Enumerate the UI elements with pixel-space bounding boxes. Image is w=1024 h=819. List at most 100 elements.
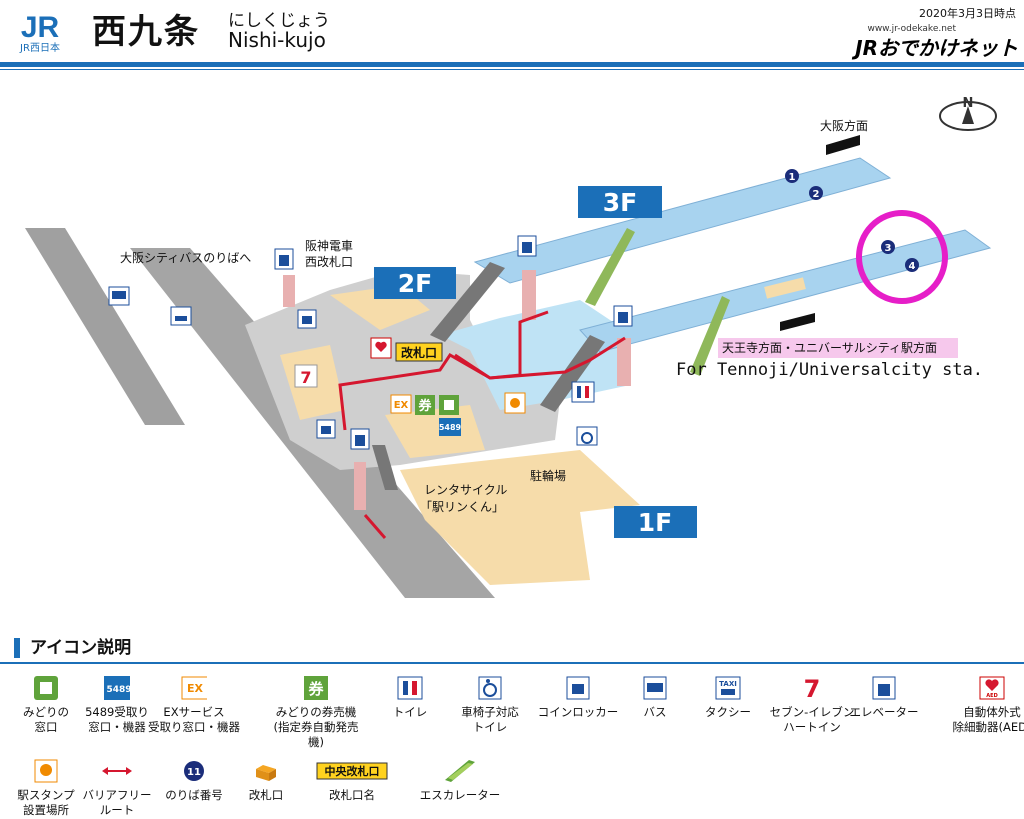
elevator-icon [274,248,294,270]
bus-icon [108,286,130,306]
legend-item-aed: AED 自動体外式 除細動器(AED) [944,675,1024,735]
legend-item-bus: バス [607,675,703,720]
annotation-english: For Tennoji/Universalcity sta. [676,360,984,380]
svg-text:AED: AED [986,693,997,699]
stamp-icon [504,392,526,414]
taxi-icon: TAXI [715,675,741,701]
direction-arrow-osaka [826,135,860,155]
svg-text:中央改札口: 中央改札口 [325,764,380,778]
platform-number-4: 4 [905,258,919,272]
legend-label: 改札口 [248,788,284,802]
legend-item-ticket-gate: 改札口 [218,758,314,803]
svg-text:2F: 2F [398,269,432,298]
station-name-kanji: 西九条 [92,12,200,52]
svg-text:EX: EX [394,400,409,411]
platform-number-1: 1 [785,169,799,183]
coin-locker-icon [565,675,591,701]
platform-number-icon: 11 [181,758,207,784]
site-url[interactable]: www.jr-odekake.net [867,24,956,34]
elevator-shaft-1 [522,270,536,320]
legend-label: 車椅子対応 トイレ [461,705,519,734]
legend-label: バリアフリー ルート [82,788,152,817]
escalator-lower [690,296,730,376]
elevator-icon [871,675,897,701]
wheelchair-toilet-icon [477,675,503,701]
platform-bench [764,277,806,299]
svg-text:券: 券 [417,398,432,414]
coin-locker-icon [316,419,336,439]
svg-text:改札口: 改札口 [401,345,437,360]
svg-text:TAXI: TAXI [719,680,737,688]
seven-eleven-icon: 7 [294,364,318,388]
legend-title: アイコン説明 [14,638,131,658]
elevator-icon [517,235,537,257]
svg-text:N: N [963,96,974,111]
station-name-kana: にしくじょう [228,11,330,31]
legend-item-gate-name: 中央改札口改札口名 [304,758,400,803]
receive-5489-icon: 5489 [439,418,462,436]
wheelchair-toilet-icon [576,426,598,446]
svg-text:3: 3 [885,243,892,254]
toilet-icon [571,381,595,403]
highlight-circle [856,210,948,304]
floor-1f-area [400,450,640,585]
legend-label: 駅スタンプ 設置場所 [17,788,75,817]
stairs-to-1f [372,445,398,490]
direction-arrow-tennoji [780,313,815,331]
svg-text:4: 4 [909,261,916,272]
ticket-gate-icon [253,758,279,784]
legend-label: コインロッカー [537,705,619,719]
svg-text:1F: 1F [638,508,672,537]
platform-number-2: 2 [809,186,823,200]
svg-text:3F: 3F [603,188,637,217]
elevator-shaft-3 [354,462,366,510]
platform-upper [473,157,892,284]
legend-label: バス [643,705,667,719]
rental-cycle-label-2: 「駅リンくん」 [420,500,504,514]
compass-icon: N [939,96,997,131]
legend-label: 改札口名 [329,788,375,802]
seven-eleven-icon: 7 [799,675,825,701]
svg-text:EX: EX [187,682,204,695]
jr-company-text: JR西日本 [19,41,60,54]
coin-locker-icon [297,309,317,329]
aed-icon: AED [979,675,1005,701]
info-date: 2020年3月3日時点 [919,7,1016,20]
ticket-gate-name: 改札口 [395,342,443,362]
legend-item-elevator: エレベーター [836,675,932,720]
legend-label: エレベーター [849,705,919,719]
floor-label-3f: 3F [578,186,662,218]
direction-tennoji-label: 天王寺方面・ユニバーサルシティ駅方面 [722,340,937,355]
svg-text:1: 1 [789,172,796,183]
svg-text:2: 2 [813,189,820,200]
legend-label: みどりの 窓口 [23,705,69,734]
legend-label: EXサービス 受取り窓口・機器 [148,705,240,734]
ticket-machine-icon: 券 [415,395,435,415]
ticket-machine-icon: 券 [303,675,329,701]
legend-label: タクシー [705,705,751,719]
bicycle-parking-label: 駐輪場 [530,468,566,483]
toilet-icon [397,675,423,701]
legend-item-barrier-free-route: バリアフリー ルート [69,758,165,818]
legend-item-wheelchair-toilet: 車椅子対応 トイレ [442,675,538,735]
barrier-free-route-icon [100,758,134,784]
elevator-shaft-2 [617,338,631,386]
midori-window-icon [33,675,59,701]
legend-item-ex-service: EX EXサービス 受取り窓口・機器 [146,675,242,735]
legend-item-ticket-machine: 券みどりの券売機 (指定券自動発売機) [268,675,364,750]
legend-label: 5489受取り 窓口・機器 [85,705,149,734]
elevator-icon [613,305,633,327]
svg-text:7: 7 [300,368,311,387]
legend-label: 自動体外式 除細動器(AED) [952,705,1024,734]
platform-number-3: 3 [881,240,895,254]
odekake-net-logo[interactable]: JRおでかけネット [855,36,1018,60]
bus-stop-label: 大阪シティバスのりばへ [120,251,251,265]
hanshin-gate-label-1: 阪神電車 [305,239,353,253]
legend-item-taxi: TAXI タクシー [680,675,776,720]
barrier-free-route-2f-b [454,336,626,380]
jr-logo-text: JR [21,11,60,44]
gate-name-icon: 中央改札口 [316,758,388,784]
svg-text:券: 券 [308,680,324,698]
